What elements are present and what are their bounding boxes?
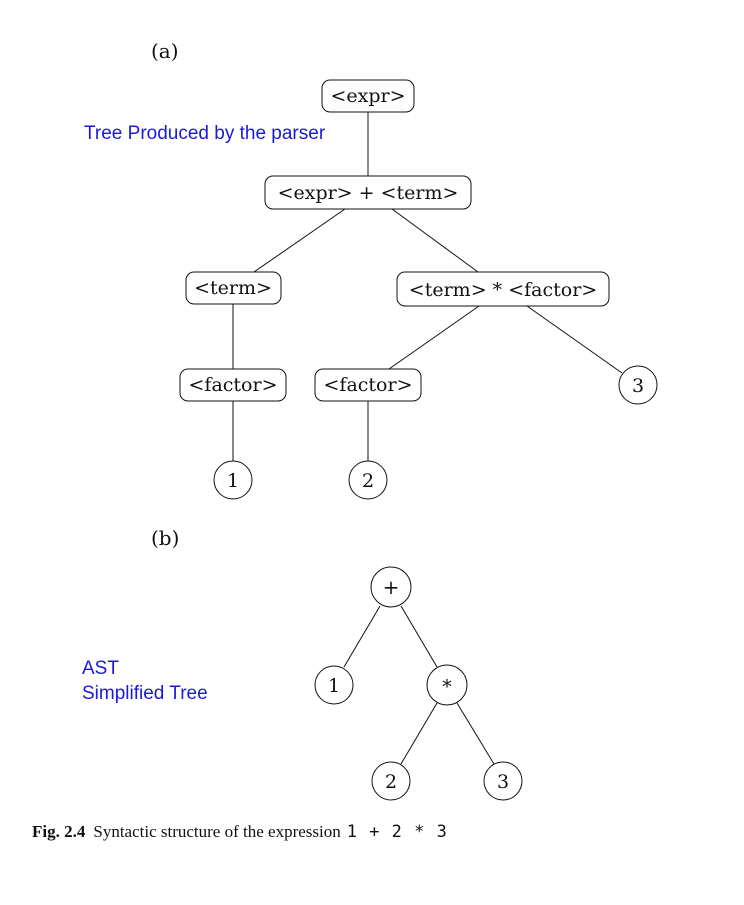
leaf-3-node: 3 xyxy=(618,365,658,405)
edge-times-to-2 xyxy=(400,702,438,765)
node-term-left: <term> xyxy=(185,271,282,305)
parse-tree-edges xyxy=(232,112,623,461)
figure-number: Fig. 2.4 xyxy=(32,822,86,841)
figure-caption: Fig. 2.4 Syntactic structure of the expre… xyxy=(32,822,448,842)
ast-plus-label: + xyxy=(383,575,400,599)
edge-plus-to-1 xyxy=(343,605,381,668)
ast-edges xyxy=(343,605,495,765)
ast-times-node: * xyxy=(426,664,468,706)
caption-expression: 1 + 2 * 3 xyxy=(346,822,448,842)
edge-exprplusterm-to-term xyxy=(253,208,346,273)
edge-termtimesfactor-to-3 xyxy=(526,305,623,374)
node-expr-plus-term: <expr> + <term> xyxy=(264,175,472,210)
ast-plus-node: + xyxy=(370,566,412,608)
caption-text: Syntactic structure of the expression xyxy=(93,822,341,841)
edge-times-to-3 xyxy=(456,702,495,765)
node-factor-mid-label: <factor> xyxy=(324,374,413,396)
node-expr-root: <expr> xyxy=(321,79,415,113)
node-term-times-factor: <term> * <factor> xyxy=(396,271,610,307)
node-factor-mid: <factor> xyxy=(314,368,422,402)
ast-annotation-line2: Simplified Tree xyxy=(82,683,208,704)
ast-annotation-line1: AST xyxy=(82,658,119,679)
ast-one-label: 1 xyxy=(328,675,340,697)
edge-exprplusterm-to-termtimesfactor xyxy=(391,208,479,273)
leaf-1-node: 1 xyxy=(213,460,253,500)
ast-one-node: 1 xyxy=(314,665,354,705)
leaf-1-label: 1 xyxy=(227,470,239,492)
edge-termtimesfactor-to-factor xyxy=(388,305,480,370)
panel-a-label: (a) xyxy=(151,39,179,63)
ast-times-label: * xyxy=(442,676,452,698)
node-factor-left: <factor> xyxy=(179,368,287,402)
node-factor-left-label: <factor> xyxy=(189,374,278,396)
ast-two-label: 2 xyxy=(385,771,397,793)
leaf-2-node: 2 xyxy=(348,460,388,500)
leaf-3-label: 3 xyxy=(632,375,644,397)
ast-three-node: 3 xyxy=(483,761,523,801)
node-term-left-label: <term> xyxy=(194,277,272,299)
leaf-2-label: 2 xyxy=(362,470,374,492)
node-expr-root-label: <expr> xyxy=(330,85,405,107)
ast-three-label: 3 xyxy=(497,771,509,793)
node-term-times-factor-label: <term> * <factor> xyxy=(409,279,597,301)
panel-b-label: (b) xyxy=(151,526,179,550)
ast-two-node: 2 xyxy=(371,761,411,801)
parser-tree-annotation: Tree Produced by the parser xyxy=(84,123,326,144)
edge-plus-to-times xyxy=(400,605,438,668)
node-expr-plus-term-label: <expr> + <term> xyxy=(278,182,459,204)
